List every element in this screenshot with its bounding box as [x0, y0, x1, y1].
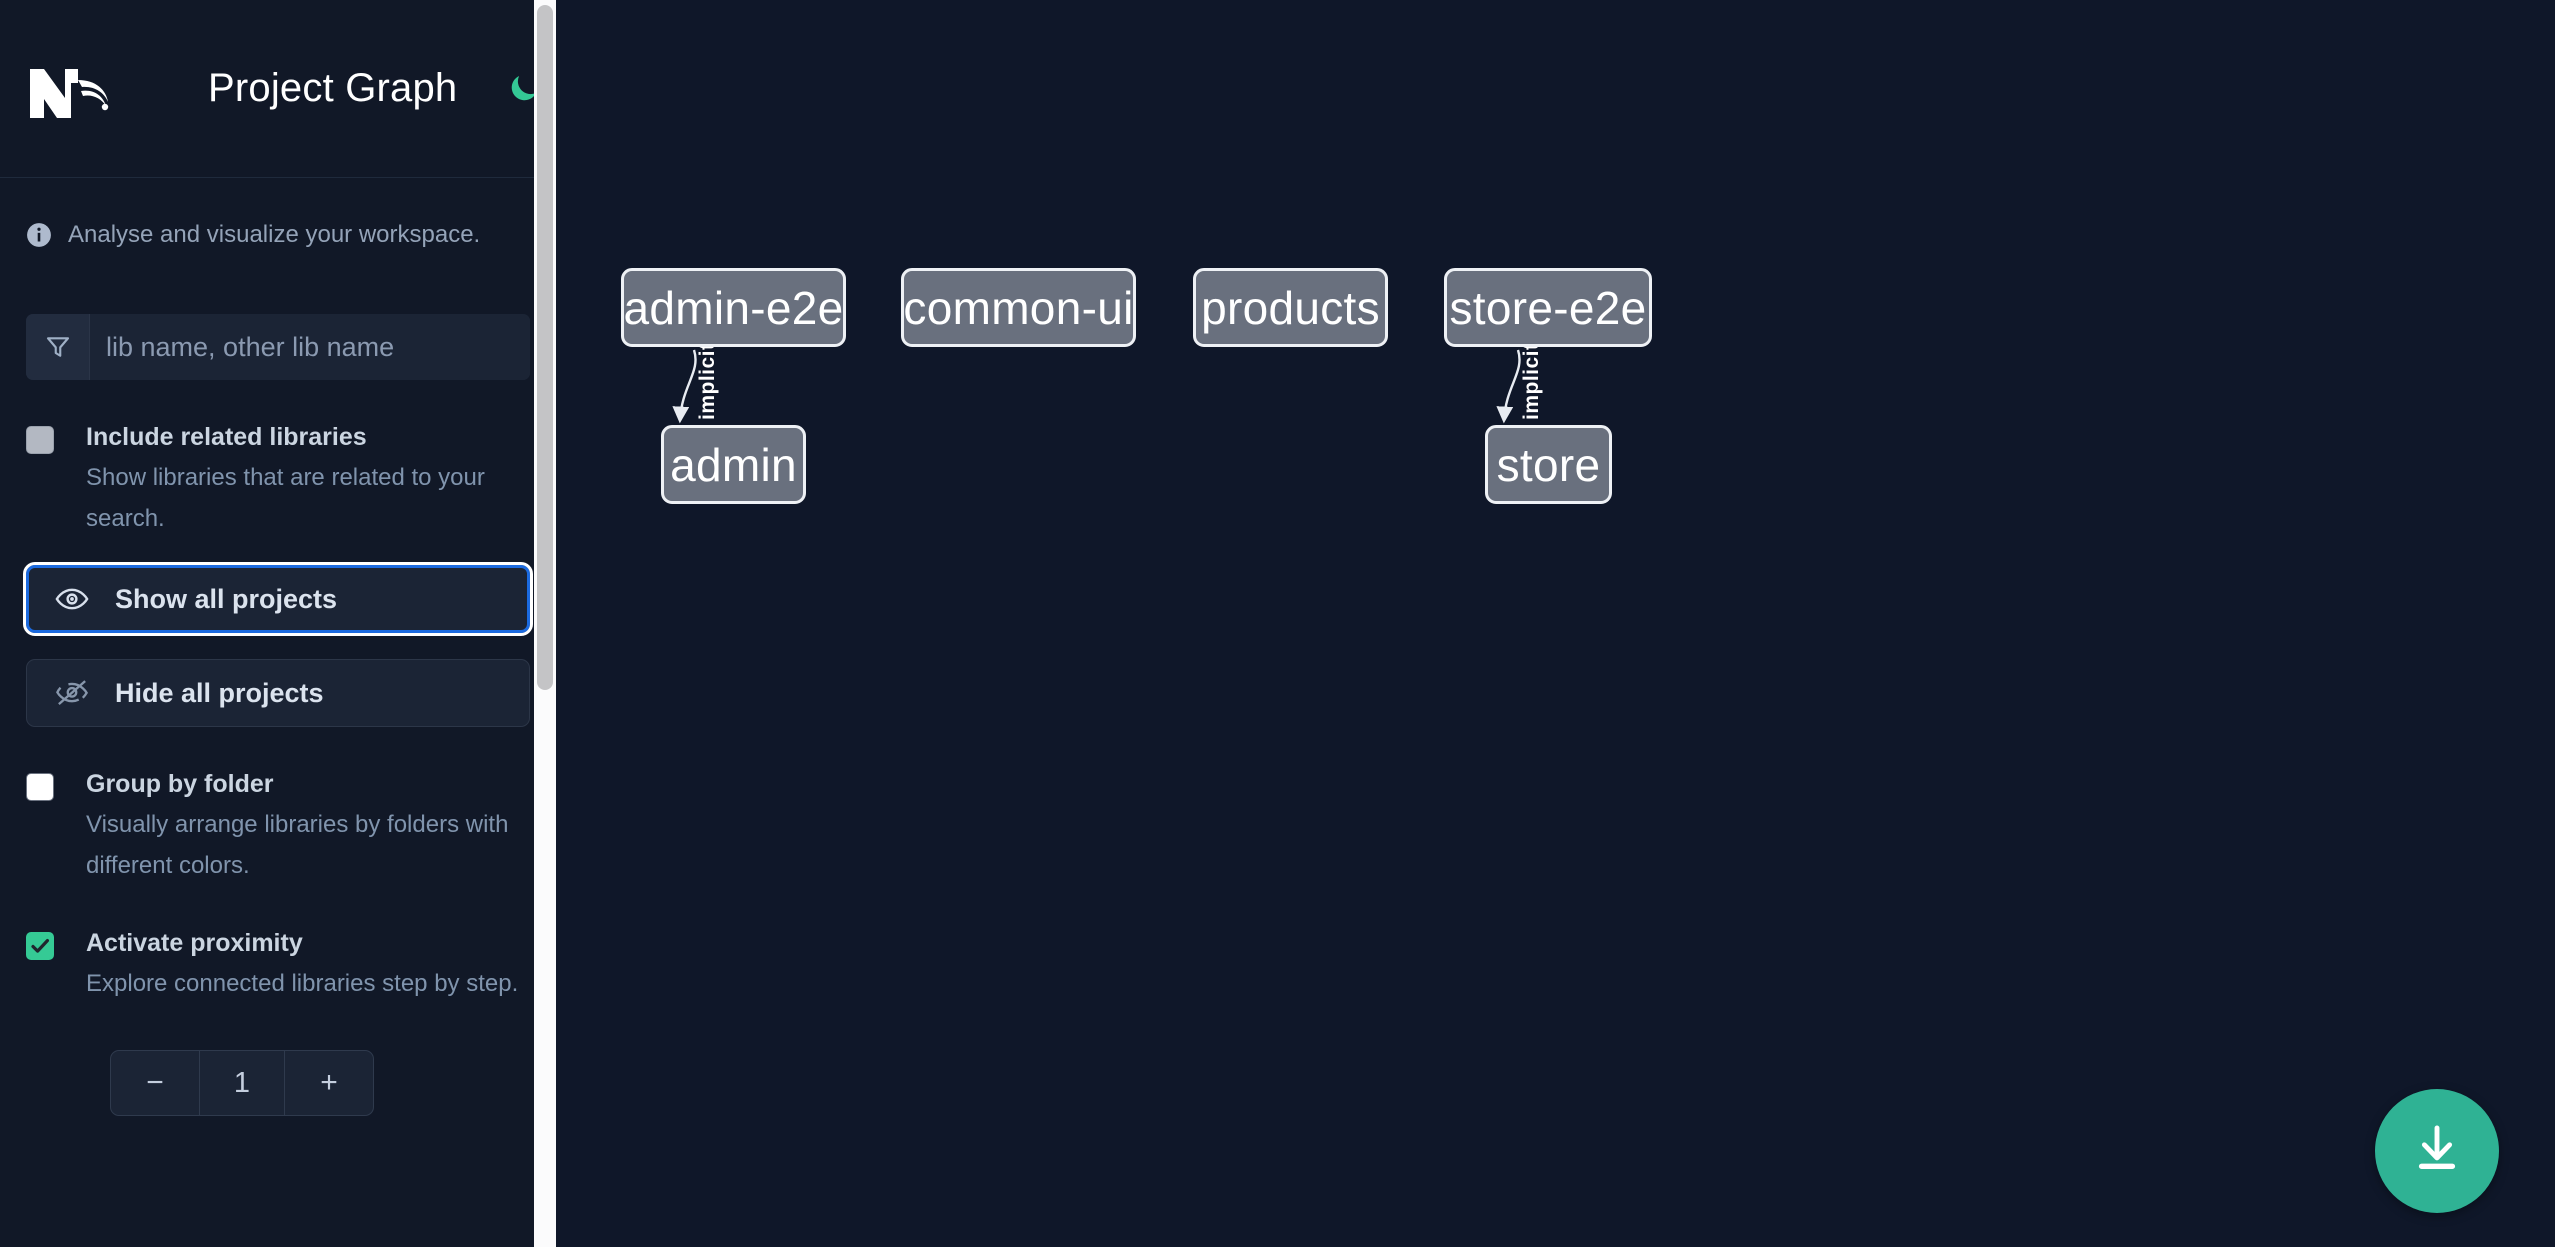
- graph-node-common-ui[interactable]: common-ui: [901, 268, 1136, 347]
- search-input[interactable]: [90, 314, 530, 380]
- filter-field[interactable]: [26, 314, 530, 380]
- option-description: Explore connected libraries step by step…: [86, 970, 519, 997]
- moon-icon[interactable]: [501, 67, 545, 111]
- edge-admin-e2e-to-admin: [672, 349, 697, 424]
- graph-node-store[interactable]: store: [1485, 425, 1612, 504]
- graph-canvas[interactable]: implicit implicit admin-e2e admin common…: [556, 0, 2555, 1247]
- download-icon: [2409, 1121, 2465, 1182]
- option-title: Group by folder: [86, 770, 274, 798]
- hide-all-projects-label: Hide all projects: [115, 677, 324, 708]
- option-include-related-libraries: Include related libraries Show libraries…: [26, 422, 530, 539]
- group-by-folder-checkbox[interactable]: [26, 773, 54, 801]
- graph-edges: [672, 349, 1521, 424]
- sidebar-controls: Include related libraries Show libraries…: [0, 314, 556, 1116]
- eye-off-icon: [55, 676, 89, 710]
- eye-icon: [55, 582, 89, 616]
- graph-node-admin-e2e[interactable]: admin-e2e: [621, 268, 846, 347]
- edge-store-e2e-to-store: [1496, 349, 1521, 424]
- nx-logo-icon: [26, 58, 124, 120]
- info-icon: [26, 222, 52, 248]
- option-title: Activate proximity: [86, 929, 303, 957]
- option-body: Include related libraries Show libraries…: [76, 422, 530, 539]
- checkbox-cell: [26, 769, 76, 886]
- edge-label-implicit-admin: implicit: [696, 342, 719, 420]
- activate-proximity-checkbox[interactable]: [26, 932, 54, 960]
- option-group-by-folder: Group by folder Visually arrange librari…: [26, 769, 530, 886]
- sidebar-scrollbar[interactable]: [534, 0, 556, 1247]
- hide-all-projects-button[interactable]: Hide all projects: [26, 659, 530, 727]
- proximity-value: 1: [199, 1051, 285, 1115]
- option-title: Include related libraries: [86, 423, 367, 451]
- proximity-increment-button[interactable]: +: [320, 1066, 338, 1099]
- page-title: Project Graph: [208, 66, 458, 110]
- option-description: Visually arrange libraries by folders wi…: [86, 811, 509, 879]
- sidebar: Project Graph Analyse and visualize your…: [0, 0, 556, 1247]
- graph-node-admin[interactable]: admin: [661, 425, 806, 504]
- sidebar-content: Project Graph Analyse and visualize your…: [0, 0, 556, 1116]
- app-header: Project Graph: [0, 0, 556, 178]
- show-all-projects-label: Show all projects: [115, 583, 338, 614]
- checkbox-cell: [26, 928, 76, 1004]
- proximity-decrement-button[interactable]: −: [146, 1066, 164, 1099]
- workspace-info: Analyse and visualize your workspace.: [0, 178, 556, 258]
- option-activate-proximity: Activate proximity Explore connected lib…: [26, 928, 530, 1004]
- sidebar-scrollbar-thumb[interactable]: [537, 5, 553, 690]
- checkbox-cell: [26, 422, 76, 539]
- workspace-info-text: Analyse and visualize your workspace.: [68, 221, 481, 248]
- graph-node-store-e2e[interactable]: store-e2e: [1444, 268, 1652, 347]
- show-all-projects-button[interactable]: Show all projects: [23, 562, 533, 636]
- include-related-libraries-checkbox[interactable]: [26, 426, 54, 454]
- edge-label-implicit-store: implicit: [1520, 342, 1543, 420]
- option-body: Activate proximity Explore connected lib…: [76, 928, 530, 1004]
- option-description: Show libraries that are related to your …: [86, 464, 485, 532]
- option-body: Group by folder Visually arrange librari…: [76, 769, 530, 886]
- graph-node-products[interactable]: products: [1193, 268, 1388, 347]
- download-graph-button[interactable]: [2375, 1089, 2499, 1213]
- funnel-icon: [26, 314, 90, 380]
- proximity-stepper: − 1 +: [110, 1050, 374, 1116]
